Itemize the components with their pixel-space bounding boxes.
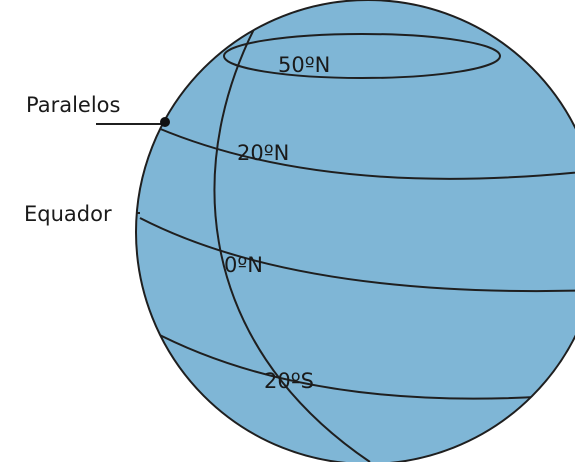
parallel-50n <box>223 33 501 79</box>
label-20s: 20ºS <box>264 369 314 393</box>
label-20n: 20ºN <box>237 141 289 165</box>
globe-sphere <box>135 0 575 465</box>
label-50n: 50ºN <box>278 53 330 77</box>
meridian-line <box>213 0 371 463</box>
paralelos-dot <box>160 117 170 127</box>
label-paralelos: Paralelos <box>26 93 120 117</box>
label-equador: Equador <box>24 202 112 226</box>
parallel-equator <box>139 217 575 293</box>
label-0n: 0ºN <box>224 253 263 277</box>
parallel-20n <box>157 127 575 180</box>
parallel-20s <box>149 329 575 400</box>
